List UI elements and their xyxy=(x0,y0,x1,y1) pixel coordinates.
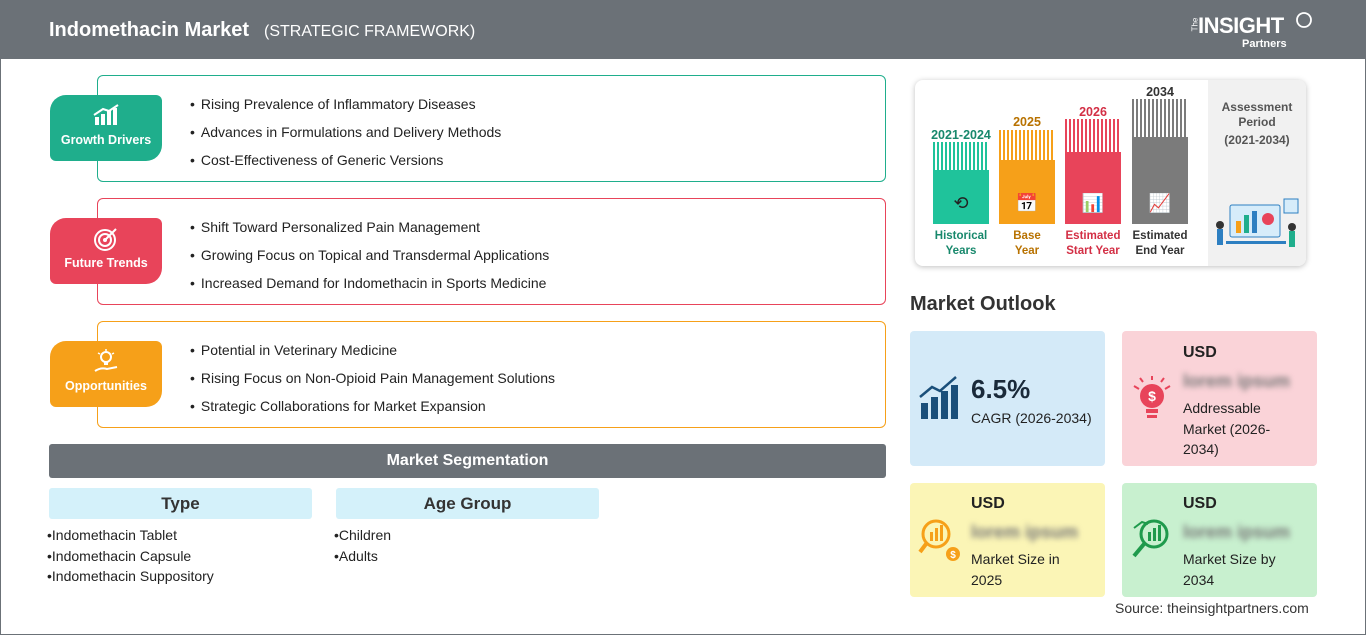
insight-partners-logo: The INSIGHT Partners xyxy=(1188,10,1318,54)
logo-loop-icon xyxy=(1296,12,1312,28)
list-item: Shift Toward Personalized Pain Managemen… xyxy=(190,217,549,245)
card-label: Market Size in 2025 xyxy=(971,551,1060,588)
list-item: Advances in Formulations and Delivery Me… xyxy=(190,122,501,150)
timeline-year-end: 2034 xyxy=(1146,85,1174,99)
list-item: Potential in Veterinary Medicine xyxy=(190,340,555,368)
list-item: Growing Focus on Topical and Transdermal… xyxy=(190,245,549,273)
card-usd-label: USD xyxy=(971,495,1005,512)
growth-chart-icon xyxy=(50,103,162,129)
growth-drivers-tag: Growth Drivers xyxy=(50,95,162,161)
timeline-year-start: 2026 xyxy=(1079,105,1107,119)
segmentation-title: Market Segmentation xyxy=(49,444,886,478)
list-item: Strategic Collaborations for Market Expa… xyxy=(190,396,555,424)
cagr-card: 6.5% CAGR (2026-2034) xyxy=(910,331,1105,466)
future-trends-panel: Shift Toward Personalized Pain Managemen… xyxy=(97,198,886,305)
source-text: Source: theinsightpartners.com xyxy=(1115,600,1309,616)
page-title: Indomethacin Market xyxy=(49,19,250,41)
future-trends-tag: Future Trends xyxy=(50,218,162,284)
list-item: Adults xyxy=(334,546,391,567)
monitor-chart-icon: 📊 xyxy=(1081,193,1105,213)
presentation-icon: 📈 xyxy=(1148,193,1172,213)
growth-drivers-list: Rising Prevalence of Inflammatory Diseas… xyxy=(190,94,501,178)
market-size-2025-card: $ USD lorem ipsum Market Size in 2025 xyxy=(910,483,1105,597)
bar-growth-icon xyxy=(919,376,958,419)
list-item: Increased Demand for Indomethacin in Spo… xyxy=(190,273,549,301)
money-bulb-icon: $ xyxy=(1133,376,1171,418)
addressable-market-card: $ USD lorem ipsum Addressable Market (20… xyxy=(1122,331,1317,466)
segment-list-type: Indomethacin Tablet Indomethacin Capsule… xyxy=(47,525,214,587)
list-item: Cost-Effectiveness of Generic Versions xyxy=(190,150,501,178)
card-value-blurred: lorem ipsum xyxy=(1183,371,1291,391)
timeline-bar-start: 📊 xyxy=(1065,119,1121,224)
market-outlook-title: Market Outlook xyxy=(910,293,1056,315)
list-item: Indomethacin Tablet xyxy=(47,525,214,546)
segment-heading-age-group: Age Group xyxy=(336,488,599,519)
svg-text:$: $ xyxy=(1148,388,1156,404)
lightbulb-hand-icon xyxy=(50,349,162,375)
magnifier-growth-icon xyxy=(1132,519,1169,558)
assessment-period-box: Assessment Period (2021-2034) xyxy=(1208,80,1306,266)
card-label: Market Size by 2034 xyxy=(1183,551,1276,588)
assessment-years: (2021-2034) xyxy=(1224,133,1290,147)
list-item: Rising Focus on Non-Opioid Pain Manageme… xyxy=(190,368,555,396)
timeline-year-base: 2025 xyxy=(1013,115,1041,129)
list-item: Children xyxy=(334,525,391,546)
card-value-blurred: lorem ipsum xyxy=(971,522,1079,542)
opportunities-panel: Potential in Veterinary Medicine Rising … xyxy=(97,321,886,428)
cagr-value: 6.5% xyxy=(971,374,1031,404)
cagr-label: CAGR (2026-2034) xyxy=(971,410,1092,426)
svg-text:$: $ xyxy=(950,550,956,561)
timeline-year-historical: 2021-2024 xyxy=(931,128,991,142)
card-usd-label: USD xyxy=(1183,344,1217,361)
list-item: Indomethacin Suppository xyxy=(47,566,214,587)
market-size-2034-card: USD lorem ipsum Market Size by 2034 xyxy=(1122,483,1317,597)
list-item: Rising Prevalence of Inflammatory Diseas… xyxy=(190,94,501,122)
target-icon xyxy=(50,226,162,252)
timeline-bar-historical: ⟲ xyxy=(933,142,989,224)
history-icon: ⟲ xyxy=(953,193,969,213)
list-item: Indomethacin Capsule xyxy=(47,546,214,567)
assessment-label-2: Period xyxy=(1238,115,1276,129)
page-subtitle: (STRATEGIC FRAMEWORK) xyxy=(264,23,476,40)
segment-heading-type: Type xyxy=(49,488,312,519)
opportunities-list: Potential in Veterinary Medicine Rising … xyxy=(190,340,555,424)
opportunities-tag: Opportunities xyxy=(50,341,162,407)
calendar-icon: 📅 xyxy=(1015,193,1039,213)
timeline-bar-base: 📅 xyxy=(999,130,1055,224)
page-header: Indomethacin Market (STRATEGIC FRAMEWORK… xyxy=(0,0,1366,59)
segment-list-age-group: Children Adults xyxy=(334,525,391,566)
future-trends-list: Shift Toward Personalized Pain Managemen… xyxy=(190,217,549,301)
card-usd-label: USD xyxy=(1183,495,1217,512)
analytics-illustration-icon xyxy=(1216,198,1299,247)
growth-drivers-panel: Rising Prevalence of Inflammatory Diseas… xyxy=(97,75,886,182)
card-value-blurred: lorem ipsum xyxy=(1183,522,1291,542)
card-label: Addressable Market (2026- 2034) xyxy=(1183,400,1271,457)
assessment-label: Assessment xyxy=(1221,100,1293,114)
magnifier-money-icon: $ xyxy=(918,519,960,561)
timeline-bar-end: 📈 xyxy=(1132,99,1188,224)
